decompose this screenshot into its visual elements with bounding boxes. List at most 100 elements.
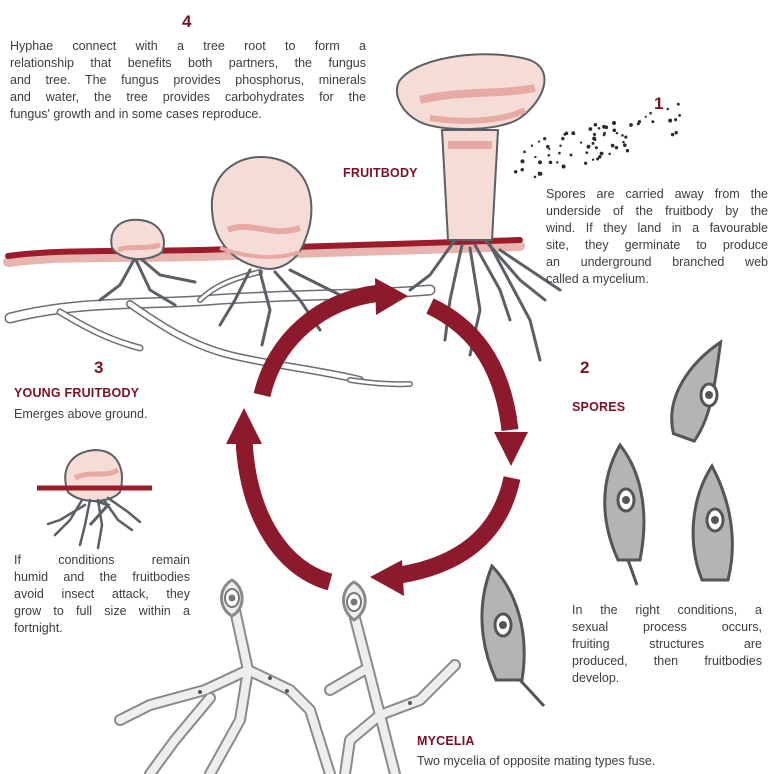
spore-dot: [598, 127, 601, 130]
life-cycle-arrows: [244, 293, 512, 582]
spore-dot: [621, 134, 624, 137]
spore-dot: [546, 145, 550, 149]
step-1-line: site, they germinate to produce: [546, 237, 768, 254]
spore-dot: [558, 152, 561, 155]
step-3-line: humid and the fruitbodies: [14, 569, 190, 586]
arrow-right-upper: [430, 306, 510, 430]
spore-dot: [600, 152, 604, 156]
spore-dot: [587, 145, 591, 149]
spore-dot: [556, 161, 558, 163]
step-1-line: wind. If they land in a favourable: [546, 220, 768, 237]
spore-dot: [645, 116, 647, 118]
spore-dot: [570, 154, 573, 157]
young-fruitbody-illustration: [37, 450, 152, 548]
small-fruitbody: [111, 220, 164, 259]
step-1-line: an underground branched web: [546, 254, 768, 271]
spore-dot: [671, 133, 674, 136]
step-1-line: called a mycelium.: [546, 271, 768, 288]
step-2-line: In the right conditions, a: [572, 602, 762, 619]
spore-dot: [531, 145, 533, 147]
spore-dot: [611, 144, 615, 148]
spore-dot: [603, 134, 606, 137]
step-2-text: In the right conditions, a sexual proces…: [572, 602, 762, 687]
spore-dot: [571, 131, 575, 135]
step-4-line: Hyphae connect with a tree root to form …: [10, 38, 366, 55]
step-1-line: underside of the fruitbody by the: [546, 203, 768, 220]
step-3-text: If conditions remain humid and the fruit…: [14, 552, 190, 637]
step-3-subtext: Emerges above ground.: [14, 406, 147, 423]
spore-dot: [649, 112, 652, 115]
spore-dot: [549, 161, 553, 165]
spore-dot: [616, 132, 618, 134]
fruitbody-label: FRUITBODY: [343, 166, 418, 180]
spore-dot: [593, 138, 596, 141]
spore-dot: [666, 108, 669, 111]
step-4-line: fungus' growth and in some cases reprodu…: [10, 106, 366, 123]
spore-dot: [613, 129, 617, 133]
spore-dot: [677, 103, 680, 106]
spore-dot: [521, 168, 524, 171]
spore-dot: [580, 141, 582, 143]
spore-dot: [594, 123, 598, 127]
spore-dot: [538, 171, 540, 173]
arrow-left: [244, 440, 330, 582]
spore-dot: [593, 133, 596, 136]
spore-dot: [538, 140, 540, 142]
spore-dot: [523, 151, 526, 154]
spore-dot: [626, 149, 629, 152]
spore-dot: [615, 146, 618, 149]
step-3-line: fortnight.: [14, 620, 190, 637]
spore-dot: [623, 143, 627, 147]
step-2-line: produced, then fruitbodies: [572, 653, 762, 670]
spore-dot: [638, 120, 641, 123]
spore-dot: [584, 162, 587, 165]
spore-dot: [547, 154, 550, 157]
spore-dot: [598, 155, 602, 159]
spore-dot: [592, 142, 595, 145]
step-4-number: 4: [182, 12, 191, 32]
spore-dot: [543, 137, 546, 140]
spore-dot: [585, 151, 588, 154]
spore-dot: [565, 132, 569, 136]
spore-dot: [674, 118, 677, 121]
airborne-spores: [514, 103, 681, 178]
mycelia-text: Two mycelia of opposite mating types fus…: [417, 753, 655, 770]
step-3-line: avoid insect attack, they: [14, 586, 190, 603]
spore-dot: [675, 131, 678, 134]
spore-dot: [514, 170, 517, 173]
step-1-line: Spores are carried away from the: [546, 186, 768, 203]
spore-dot: [589, 127, 593, 131]
spore-dot: [629, 123, 633, 127]
spore-dot: [651, 120, 654, 123]
spore-dot: [521, 159, 525, 163]
spore-dot: [534, 176, 537, 179]
spore-dot: [602, 125, 606, 129]
step-4-text: Hyphae connect with a tree root to form …: [10, 38, 366, 123]
step-2-line: sexual process occurs,: [572, 619, 762, 636]
step-2-number: 2: [580, 358, 589, 378]
spore-dot: [668, 119, 672, 123]
spore-dot: [592, 159, 594, 161]
mature-fruitbody: [397, 54, 545, 240]
spore-dot: [612, 121, 616, 125]
step-3-line: grow to full size within a: [14, 603, 190, 620]
spore-dot: [624, 136, 627, 139]
step-4-line: relationship that benefits both partners…: [10, 55, 366, 72]
spore-dot: [562, 165, 566, 169]
step-3-heading: YOUNG FRUITBODY: [14, 386, 139, 400]
spore-dot: [595, 146, 598, 149]
spore-dot: [622, 141, 625, 144]
step-2-heading: SPORES: [572, 400, 625, 414]
spore-dot: [538, 160, 542, 164]
arrow-right-lower: [400, 478, 512, 575]
step-2-line: develop.: [572, 670, 762, 687]
step-2-line: fruiting structures are: [572, 636, 762, 653]
step-4-line: and tree. The fungus provides phosphorus…: [10, 72, 366, 89]
step-3-number: 3: [94, 358, 103, 378]
spore-dot: [608, 153, 610, 155]
spore-dot: [678, 114, 681, 117]
step-4-line: and water, the tree provides carbohydrat…: [10, 89, 366, 106]
mycelia-label: MYCELIA: [417, 734, 475, 748]
spore-dot: [561, 137, 564, 140]
